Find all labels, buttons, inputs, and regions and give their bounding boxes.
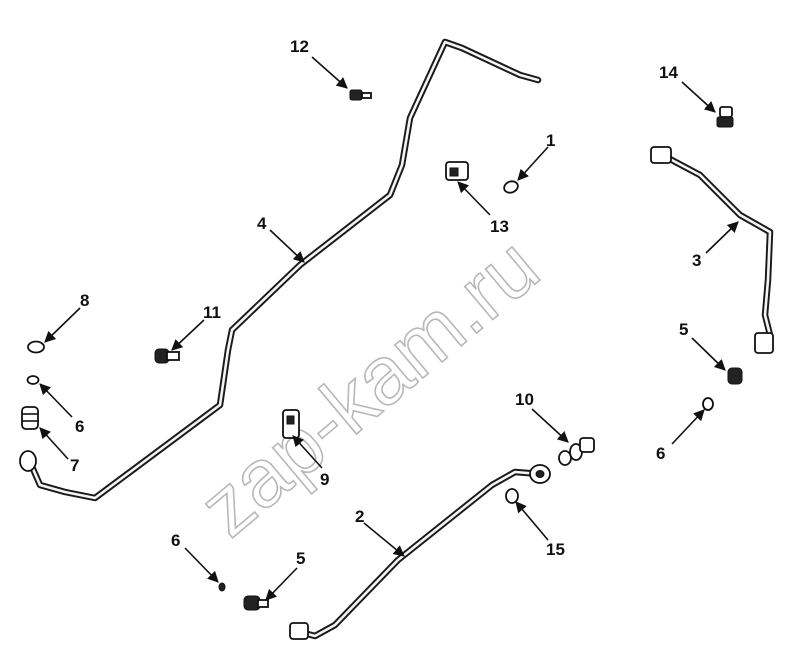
leader-7 xyxy=(39,427,69,460)
pipe-3-top-fitting xyxy=(650,146,672,164)
leader-11 xyxy=(171,319,205,351)
leader-6b xyxy=(671,409,705,445)
leader-2 xyxy=(363,522,405,557)
watermark: zap-kam.ru xyxy=(183,220,556,553)
part-1-washer xyxy=(503,180,519,194)
leader-4 xyxy=(269,229,305,263)
leader-1 xyxy=(517,146,549,181)
part-14-bolt xyxy=(716,106,734,128)
part-11-clip xyxy=(154,348,180,364)
part-15-washer xyxy=(505,488,519,504)
part-7-fitting xyxy=(21,406,39,430)
leader-14 xyxy=(681,81,716,113)
part-12-bolt xyxy=(349,89,372,101)
leader-3 xyxy=(705,221,739,254)
part-9-clamp xyxy=(282,409,300,439)
leader-5b xyxy=(265,567,298,601)
callout-4: 4 xyxy=(257,214,267,233)
leader-8 xyxy=(44,307,81,343)
part-6c-ring xyxy=(218,582,226,592)
callout-6b: 6 xyxy=(656,444,665,463)
part-6b-ring xyxy=(702,397,714,411)
callout-9: 9 xyxy=(320,470,329,489)
pipe-2-banjo-hole xyxy=(535,470,545,478)
callout-10: 10 xyxy=(515,390,534,409)
part-5b-fitting xyxy=(243,595,269,611)
leader-6a xyxy=(39,383,73,418)
leader-10 xyxy=(531,408,569,443)
pipe-4-end-fitting xyxy=(19,450,37,472)
callout-5a: 5 xyxy=(679,320,688,339)
callout-14: 14 xyxy=(659,63,678,82)
pipe-4 xyxy=(19,38,542,502)
pipe-3 xyxy=(650,146,774,354)
callout-8: 8 xyxy=(80,291,89,310)
pipe-3-bottom-fitting xyxy=(754,332,774,354)
leader-5a xyxy=(691,337,726,371)
callout-1: 1 xyxy=(546,131,555,150)
leader-9 xyxy=(292,435,323,469)
callout-13: 13 xyxy=(490,217,509,236)
callout-11: 11 xyxy=(203,303,221,322)
callout-3: 3 xyxy=(692,251,701,270)
callout-2: 2 xyxy=(355,507,364,526)
callout-6c: 6 xyxy=(171,531,180,550)
pipe-2-end-fitting xyxy=(289,622,309,640)
pipe-2 xyxy=(289,464,551,640)
leader-12 xyxy=(311,56,348,89)
part-8-ring xyxy=(27,340,45,354)
leader-13 xyxy=(457,181,491,216)
part-5a-fitting xyxy=(727,367,743,385)
leader-15 xyxy=(515,501,549,541)
leader-6c xyxy=(184,547,219,583)
callout-7: 7 xyxy=(70,456,79,475)
callout-5b: 5 xyxy=(296,549,305,568)
callout-6a: 6 xyxy=(75,417,84,436)
part-10-banjo-bolt xyxy=(558,437,595,466)
part-13-clamp xyxy=(445,161,469,181)
callout-12: 12 xyxy=(290,37,309,56)
part-6a-ring xyxy=(26,375,40,385)
callout-15: 15 xyxy=(546,540,565,559)
